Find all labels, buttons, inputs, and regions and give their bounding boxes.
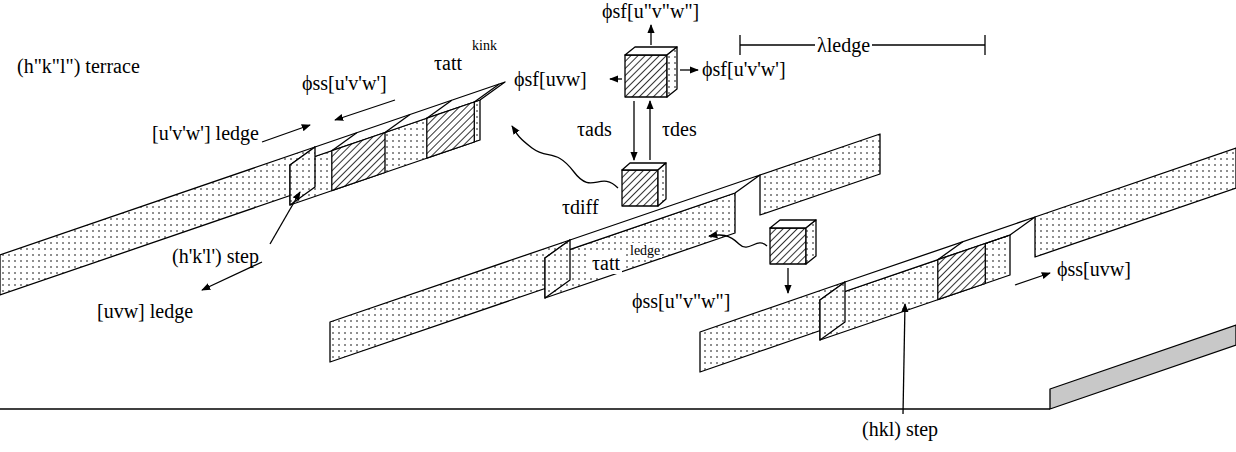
- ledge-prism-part: [545, 240, 570, 298]
- rate-label: τads: [575, 118, 614, 140]
- ledge-prism-part: [938, 244, 986, 300]
- step-riser-part: [1035, 148, 1236, 257]
- step-riser: [0, 134, 1236, 372]
- vapour-atom-cube-part: [625, 55, 667, 97]
- direction-arrow-part: [787, 268, 788, 293]
- spacing-label: λledge: [815, 34, 872, 56]
- ledge-prism-part: [385, 115, 410, 133]
- ledge-prism-part: [820, 282, 845, 340]
- direction-arrow-part: [335, 100, 395, 120]
- flux-label: ϕsf[u"v"w"]: [600, 0, 701, 22]
- rate-label: τdes: [660, 118, 699, 140]
- ledge-prism: [820, 217, 1035, 340]
- substrate-slab-part: [1050, 325, 1236, 409]
- ledge-prism-part: [332, 133, 385, 191]
- adatom-cube-part: [658, 163, 666, 206]
- ledge-prism-part: [820, 217, 1035, 300]
- ledge-prism-part: [290, 147, 315, 205]
- flux-label: ϕsf[u'v'w']: [700, 58, 788, 80]
- direction-arrow-part: [633, 101, 634, 160]
- direction-arrow-part: [650, 25, 651, 45]
- substrate-slab: [0, 325, 1236, 409]
- direction-arrow-part: [262, 125, 310, 142]
- direction-arrow-part: [649, 101, 650, 160]
- ledge-prism-part: [427, 102, 475, 158]
- direction-label: [uvw] ledge: [95, 300, 195, 322]
- ledge-prism-part: [332, 133, 357, 151]
- diffusion-path: [512, 126, 767, 247]
- direction-arrow: [202, 25, 1050, 414]
- direction-arrow-part: [1015, 273, 1050, 285]
- direction-arrow-part: [270, 192, 300, 244]
- adatom-cube: [622, 163, 666, 206]
- step-riser-part: [330, 240, 570, 362]
- rate-superscript: ledge: [628, 243, 662, 258]
- flux-label: ϕss[u"v"w"]: [630, 290, 732, 312]
- rate-label: τatt: [590, 252, 622, 274]
- adatom-cube: [770, 220, 816, 264]
- ledge-prism-part: [985, 235, 1010, 244]
- step-riser-part: [760, 134, 880, 215]
- spacing-bracket-part: [739, 35, 740, 55]
- plane-label: (h"k"l") terrace: [15, 55, 142, 77]
- adatom-cube-part: [806, 220, 816, 264]
- substrate-slab-part: [0, 408, 1050, 409]
- direction-arrow-part: [610, 78, 622, 79]
- vapour-atom-cube-part: [667, 47, 677, 97]
- ledge-prism: [290, 82, 505, 205]
- flux-label: ϕsf[uvw]: [512, 68, 589, 90]
- plane-label: (h'k'l') step: [170, 245, 261, 267]
- adatom-cube-part: [622, 170, 658, 206]
- ledge-prism-part: [938, 242, 963, 260]
- rate-superscript: kink: [470, 38, 499, 53]
- adatom-cube-part: [770, 228, 806, 264]
- step-riser-part: [0, 147, 315, 295]
- rate-label: τdiff: [560, 196, 601, 218]
- flux-label: ϕss[u'v'w']: [300, 72, 389, 94]
- rate-label: τatt: [432, 52, 464, 74]
- spacing-bracket: [740, 35, 985, 55]
- ledge-prism-part: [427, 100, 452, 118]
- plane-label: (hkl) step: [860, 418, 940, 440]
- direction-arrow-part: [903, 304, 905, 414]
- ledge-prism-part: [474, 84, 499, 102]
- spacing-bracket-part: [984, 35, 985, 55]
- direction-label: [u'v'w'] ledge: [150, 122, 261, 144]
- vapour-atom-cube: [625, 47, 677, 97]
- diffusion-path-part: [709, 235, 767, 247]
- flux-label: ϕss[uvw]: [1055, 258, 1133, 280]
- direction-arrow-part: [680, 69, 698, 70]
- ledge-prism-part: [290, 82, 505, 165]
